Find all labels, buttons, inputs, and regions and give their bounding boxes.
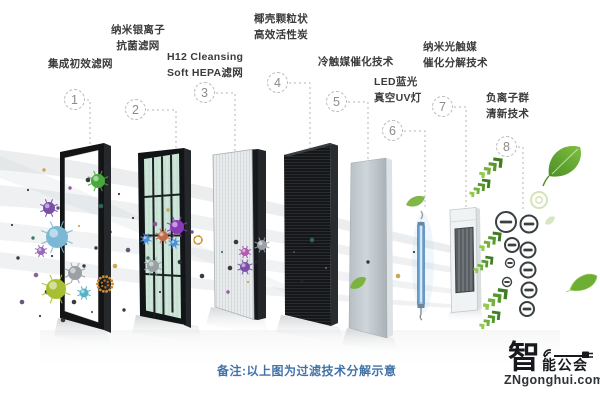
leaves-graphic bbox=[350, 145, 598, 293]
uv-lamp-graphic bbox=[412, 210, 434, 321]
logo-text: 能公会 bbox=[542, 356, 589, 373]
callout-connector-lines bbox=[87, 82, 524, 210]
label-uv-lamp: LED蓝光 真空UV灯 bbox=[374, 76, 422, 104]
negative-ion-symbols-graphic bbox=[495, 211, 539, 317]
callout-number-1: 1 bbox=[64, 89, 85, 110]
clean-air-arrows-graphic bbox=[469, 157, 508, 330]
panel-shadows-graphic bbox=[40, 307, 560, 372]
logo-zhi-glyph: 智 bbox=[507, 339, 540, 375]
filter-panel-hepa bbox=[212, 149, 266, 321]
label-hepa: H12 Cleansing Soft HEPA滤网 bbox=[167, 51, 244, 79]
callout-number-3: 3 bbox=[194, 82, 215, 103]
callout-number-8: 8 bbox=[496, 136, 517, 157]
label-photocatalyst: 纳米光触媒 催化分解技术 bbox=[423, 41, 488, 69]
logo-domain: ZNgonghui.com bbox=[504, 373, 600, 388]
callout-number-7: 7 bbox=[432, 96, 453, 117]
label-negative-ion: 负离子群 清新技术 bbox=[486, 92, 530, 120]
cold-catalyst-slab bbox=[348, 157, 393, 339]
zngonghui-logo: 智 能公会 bbox=[504, 339, 598, 375]
callout-number-5: 5 bbox=[326, 91, 347, 112]
germ-particles-graphic bbox=[34, 170, 270, 304]
filter-panel-activated-carbon bbox=[284, 143, 338, 326]
callout-number-6: 6 bbox=[382, 120, 403, 141]
callout-number-2: 2 bbox=[125, 99, 146, 120]
label-prefilter: 集成初效滤网 bbox=[48, 58, 113, 70]
zngonghui-watermark: 智 能公会 ZNgonghui.com bbox=[504, 339, 600, 388]
callout-number-4: 4 bbox=[267, 72, 288, 93]
dust-particles-graphic bbox=[10, 168, 416, 323]
photocatalyst-module-graphic bbox=[449, 207, 482, 313]
wifi-plug-icon bbox=[543, 348, 593, 358]
label-cold-catalyst: 冷触媒催化技术 bbox=[318, 56, 394, 68]
diagram-note: 备注:以上图为过滤技术分解示意 bbox=[217, 364, 397, 378]
label-silver-ion: 纳米银离子 抗菌滤网 bbox=[111, 24, 165, 52]
label-activated-carbon: 椰壳颗粒状 高效活性炭 bbox=[254, 13, 308, 41]
